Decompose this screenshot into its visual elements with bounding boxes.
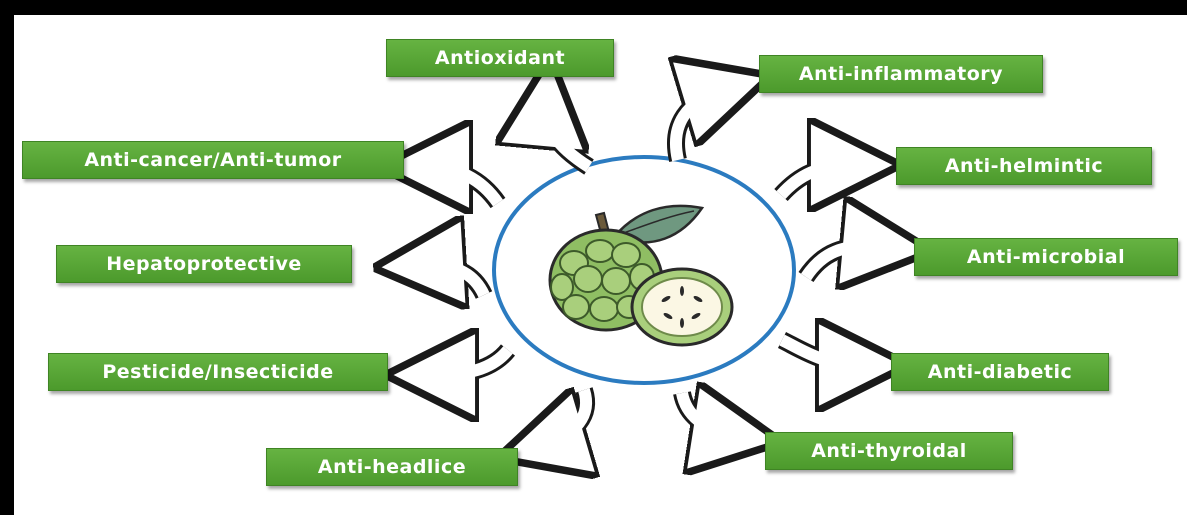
label-hepatoprotective: Hepatoprotective [56, 245, 352, 283]
label-anti-diabetic: Anti-diabetic [891, 353, 1109, 391]
label-anti-helmintic: Anti-helmintic [896, 147, 1152, 185]
label-anti-headlice: Anti-headlice [266, 448, 518, 486]
label-anti-microbial: Anti-microbial [914, 238, 1178, 276]
label-anti-thyroidal: Anti-thyroidal [765, 432, 1013, 470]
label-pesticide: Pesticide/Insecticide [48, 353, 388, 391]
label-anti-cancer: Anti-cancer/Anti-tumor [22, 141, 404, 179]
label-anti-inflammatory: Anti-inflammatory [759, 55, 1043, 93]
diagram-frame: Antioxidant Anti-inflammatory Anti-cance… [14, 15, 1187, 515]
label-antioxidant: Antioxidant [386, 39, 614, 77]
